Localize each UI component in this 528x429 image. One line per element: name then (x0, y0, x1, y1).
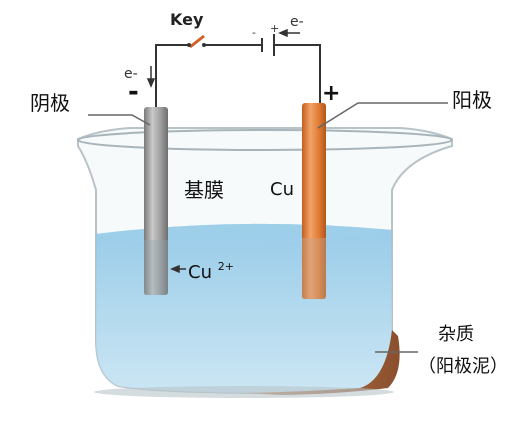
key-label: Key (170, 10, 204, 29)
anode-label: 阳极 (452, 88, 492, 112)
copper-ion-symbol: Cu (188, 262, 212, 283)
positive-terminal-label: + (322, 81, 340, 106)
anode-submerged (302, 238, 326, 299)
beaker-base (94, 386, 394, 398)
battery (261, 34, 275, 56)
battery-minus-label: - (252, 26, 256, 39)
anode-sludge (242, 330, 400, 395)
sludge-label-line2: （阳极泥） (418, 356, 508, 377)
cathode-submerged (144, 240, 168, 295)
electron-label-top: e- (290, 14, 304, 30)
ion-arrow (170, 264, 186, 274)
electron-label-left: e- (124, 66, 138, 82)
copper-ion-charge: 2+ (218, 260, 234, 273)
anode-electrode (302, 103, 326, 299)
beaker-rim (77, 129, 453, 151)
cathode-substrate-label: 基膜 (184, 178, 224, 202)
key-switch (187, 34, 206, 49)
battery-plus-label: + (270, 22, 279, 35)
anode-metal-label: Cu (270, 179, 294, 200)
sludge-label-line1: 杂质 (438, 324, 474, 345)
beaker (77, 127, 453, 398)
copper-ion-label: Cu 2+ (188, 260, 234, 283)
negative-terminal-label: - (128, 77, 139, 107)
electron-arrow-left (146, 66, 156, 88)
leader-lines (88, 102, 448, 353)
electron-arrow-top (278, 28, 300, 38)
cathode-electrode (144, 107, 168, 295)
circuit-wire (155, 44, 321, 107)
electrolyte-solution (96, 223, 392, 393)
cathode-label: 阴极 (30, 91, 70, 115)
